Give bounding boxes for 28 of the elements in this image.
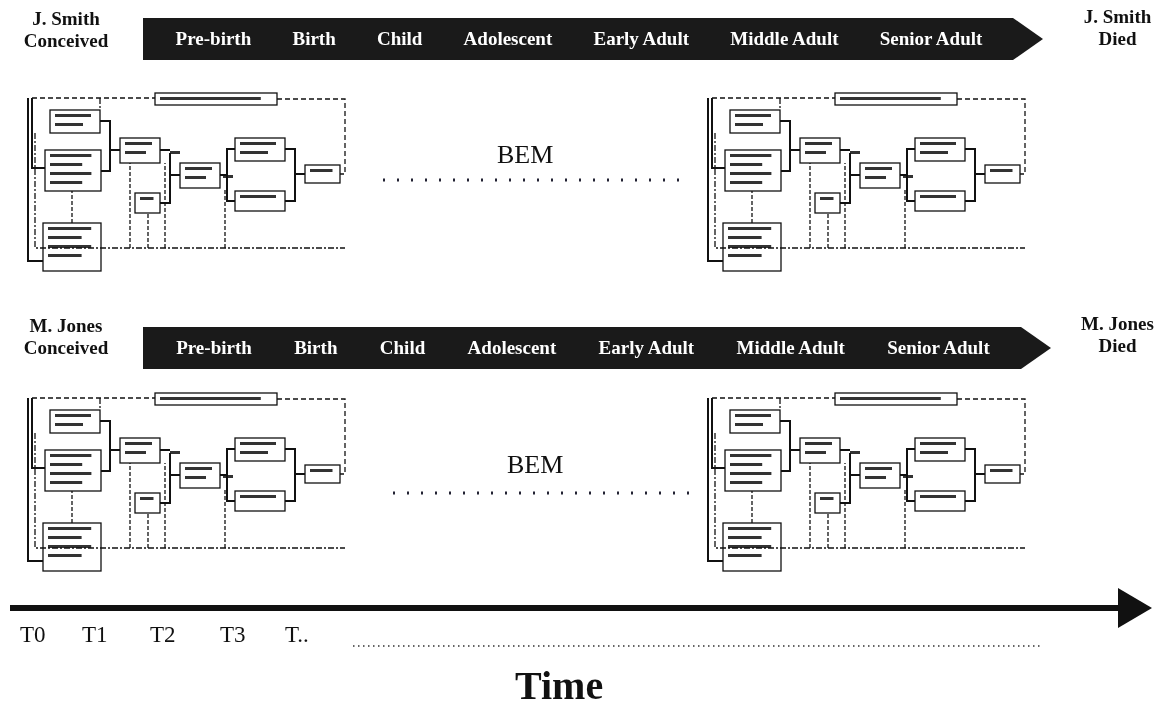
stage-label: Middle Adult — [736, 337, 845, 359]
stage-label: Pre-birth — [176, 337, 252, 359]
timeline-chevron — [143, 18, 1043, 60]
stage-label: Adolescent — [467, 337, 557, 359]
timeline-chevron — [143, 327, 1051, 369]
model-label: BEM — [497, 140, 554, 170]
axis-title: Time — [515, 662, 604, 709]
stage-label: Early Adult — [598, 337, 695, 359]
tick-label: T2 — [150, 622, 176, 648]
tick-label: T0 — [20, 622, 46, 648]
model-label: BEM — [507, 450, 564, 480]
stage-label: Pre-birth — [175, 28, 252, 50]
stage-label: Middle Adult — [730, 28, 839, 50]
event-label: M. Jones Died — [1080, 313, 1155, 357]
event-label: J. Smith Died — [1082, 6, 1153, 50]
stage-label: Early Adult — [593, 28, 690, 50]
stage-label: Senior Adult — [887, 337, 990, 359]
stage-label: Birth — [292, 28, 336, 50]
stage-label: Birth — [294, 337, 338, 359]
stage-label: Senior Adult — [879, 28, 983, 50]
tick-label: T1 — [82, 622, 108, 648]
tick-label: T.. — [285, 622, 309, 648]
event-label: J. Smith Conceived — [22, 8, 110, 52]
tick-label: T3 — [220, 622, 246, 648]
event-label: M. Jones Conceived — [22, 315, 110, 359]
stage-label: Child — [376, 28, 423, 50]
stage-label: Adolescent — [463, 28, 553, 50]
stage-label: Child — [379, 337, 426, 359]
